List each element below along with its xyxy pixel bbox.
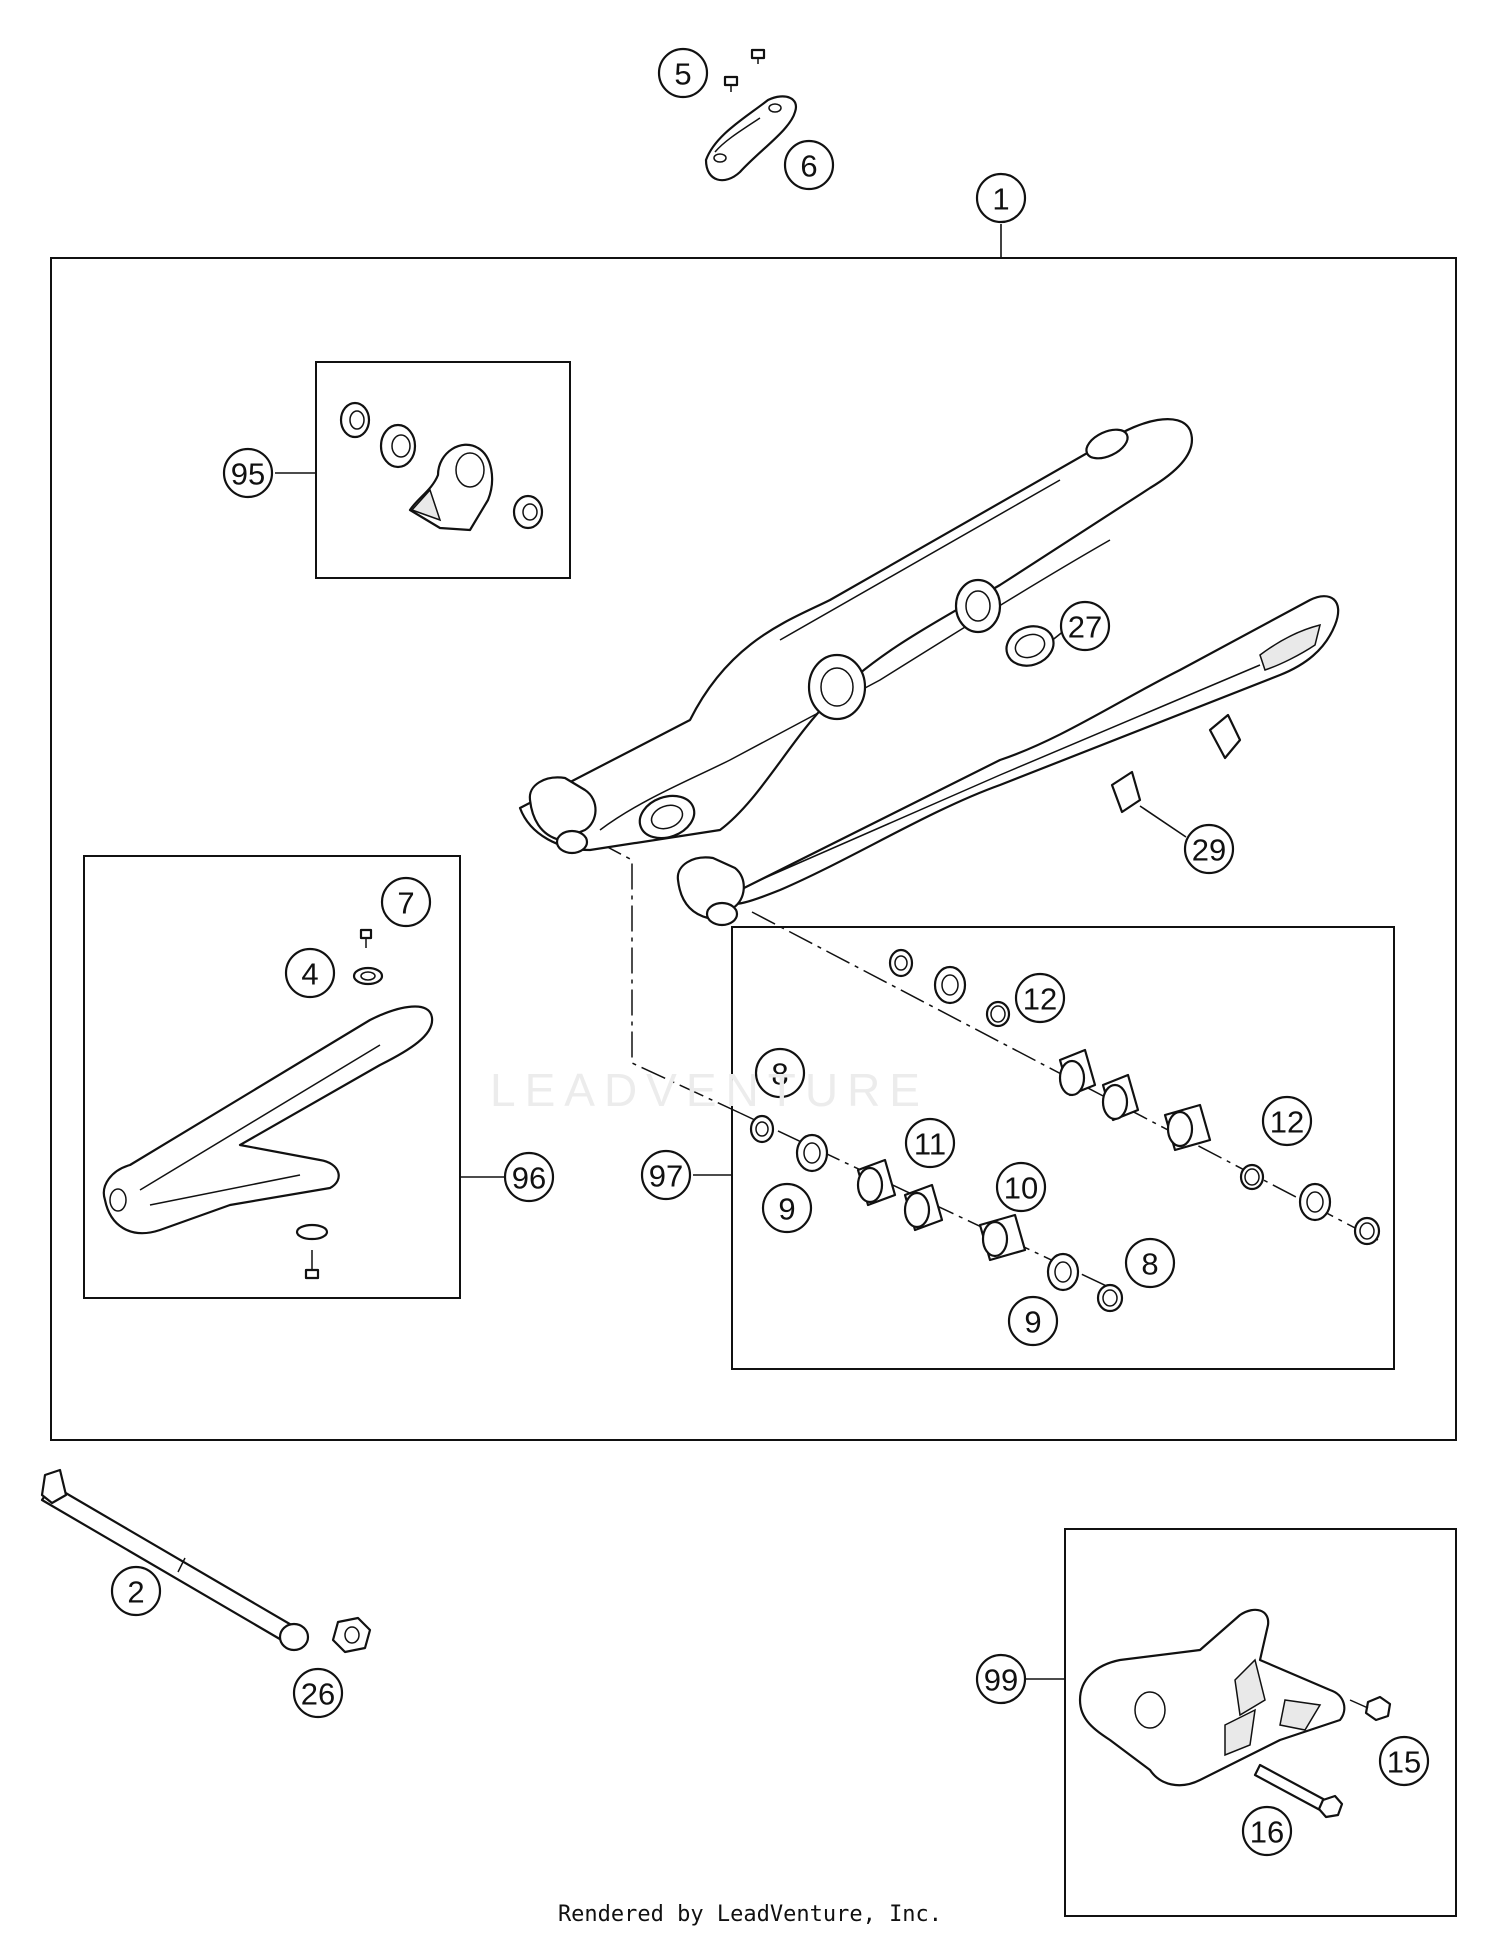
callout-12-upper: 12 bbox=[1014, 972, 1066, 1024]
callout-15: 15 bbox=[1378, 1735, 1430, 1787]
callout-1: 1 bbox=[975, 172, 1027, 224]
callout-5-label: 5 bbox=[674, 57, 691, 92]
bushing-27-icon bbox=[1005, 625, 1055, 667]
watermark: LEADVENTURE bbox=[490, 1064, 929, 1116]
callout-16-label: 16 bbox=[1250, 1815, 1284, 1850]
callout-15-label: 15 bbox=[1387, 1745, 1421, 1780]
callout-99-label: 99 bbox=[984, 1663, 1018, 1698]
callout-26: 26 bbox=[292, 1667, 344, 1719]
nut-26-icon bbox=[331, 1616, 372, 1654]
callout-1-label: 1 bbox=[992, 182, 1009, 217]
bearing-kit-97-icon bbox=[749, 948, 1381, 1313]
callout-8-upper-label: 8 bbox=[771, 1057, 788, 1092]
callout-96-label: 96 bbox=[512, 1161, 546, 1196]
guard-6-icon bbox=[704, 95, 798, 182]
callout-95: 95 bbox=[222, 447, 274, 499]
callout-10-label: 10 bbox=[1004, 1171, 1038, 1206]
callout-9-upper: 9 bbox=[761, 1182, 813, 1234]
chain-guide-frame bbox=[1064, 1528, 1457, 1917]
swingarm-assembly-frame bbox=[50, 257, 1457, 1441]
callout-5: 5 bbox=[657, 47, 709, 99]
callout-7: 7 bbox=[380, 876, 432, 928]
callout-12-upper-label: 12 bbox=[1023, 982, 1057, 1017]
screw-5-icon bbox=[723, 48, 766, 92]
swingarm-icon bbox=[518, 418, 1340, 927]
footer-credit: Rendered by LeadVenture, Inc. bbox=[557, 1902, 943, 1927]
chain-guide-99-icon bbox=[1078, 1608, 1392, 1819]
bearing-kit-frame bbox=[731, 926, 1395, 1370]
callout-2: 2 bbox=[110, 1565, 162, 1617]
callout-7-label: 7 bbox=[397, 886, 414, 921]
callout-9-upper-label: 9 bbox=[778, 1192, 795, 1227]
callout-8-upper: 8 bbox=[754, 1047, 806, 1099]
callout-16: 16 bbox=[1241, 1805, 1293, 1857]
callout-2-label: 2 bbox=[127, 1575, 144, 1610]
callout-9-lower-label: 9 bbox=[1024, 1305, 1041, 1340]
callout-6: 6 bbox=[783, 139, 835, 191]
callout-27: 27 bbox=[1059, 600, 1111, 652]
callout-4: 4 bbox=[284, 947, 336, 999]
callout-97: 97 bbox=[640, 1149, 692, 1201]
callout-12-lower: 12 bbox=[1261, 1095, 1313, 1147]
bushing-kit-95-icon bbox=[339, 401, 544, 532]
chain-slider-frame bbox=[83, 855, 461, 1299]
callout-26-label: 26 bbox=[301, 1677, 335, 1712]
callout-97-label: 97 bbox=[649, 1159, 683, 1194]
callout-12-lower-label: 12 bbox=[1270, 1105, 1304, 1140]
callout-8-lower-label: 8 bbox=[1141, 1247, 1158, 1282]
callout-11-label: 11 bbox=[914, 1127, 946, 1162]
bushing-kit-frame bbox=[315, 361, 571, 579]
callout-9-lower: 9 bbox=[1007, 1295, 1059, 1347]
callout-95-label: 95 bbox=[231, 457, 265, 492]
callout-10: 10 bbox=[995, 1161, 1047, 1213]
callout-8-lower: 8 bbox=[1124, 1237, 1176, 1289]
axle-2-icon bbox=[40, 1468, 310, 1652]
callout-6-label: 6 bbox=[800, 149, 817, 184]
callout-96: 96 bbox=[503, 1151, 555, 1203]
chain-slider-96-icon bbox=[102, 928, 434, 1280]
callout-99: 99 bbox=[975, 1653, 1027, 1705]
callout-27-label: 27 bbox=[1068, 610, 1102, 645]
callout-11: 11 bbox=[904, 1117, 956, 1169]
callout-29-label: 29 bbox=[1192, 833, 1226, 868]
callout-4-label: 4 bbox=[301, 957, 318, 992]
callout-29: 29 bbox=[1183, 823, 1235, 875]
